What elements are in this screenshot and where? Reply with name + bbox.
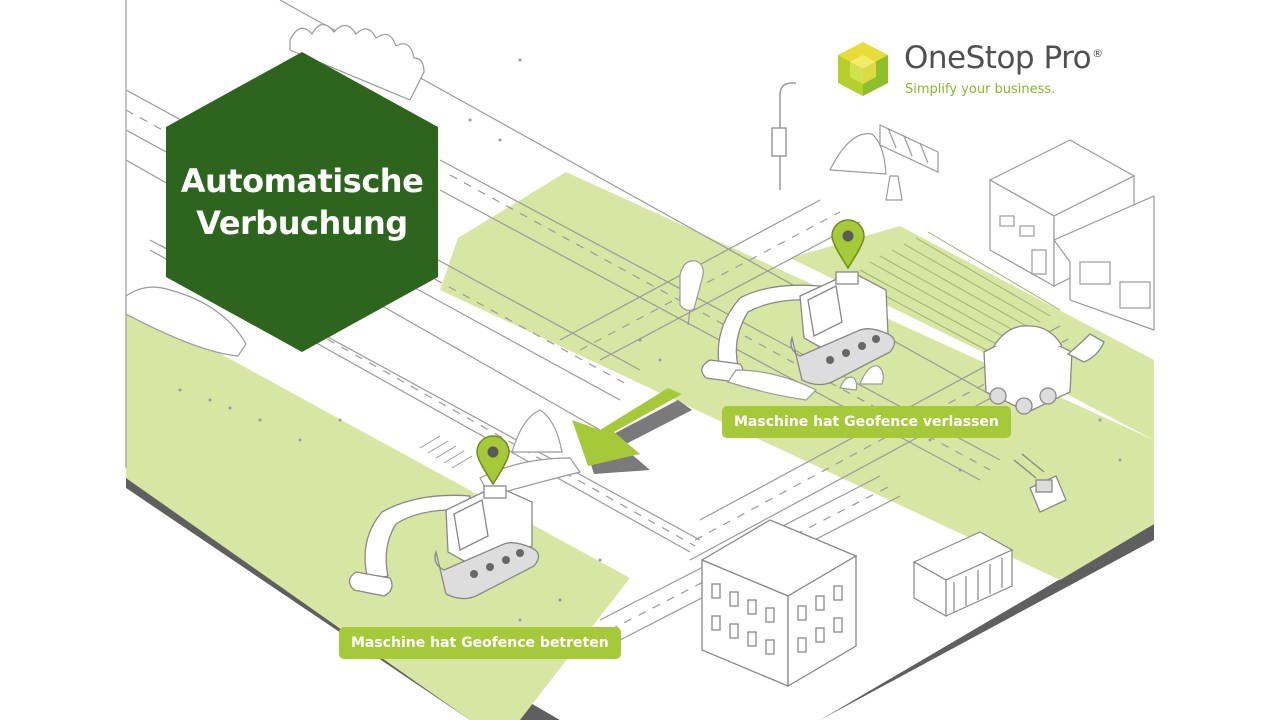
plate-compactor xyxy=(1013,453,1067,513)
shipping-container xyxy=(912,531,1014,618)
brand-tagline: Simplify your business. xyxy=(905,82,1056,97)
arrow-left-icon xyxy=(572,388,692,474)
geofence-entered-label: Maschine hat Geofence betreten xyxy=(339,627,621,659)
gravel-heap-left xyxy=(125,286,247,357)
page-title: Automatische Verbuchung xyxy=(181,160,424,244)
location-pin-icon xyxy=(476,435,510,486)
cube-logo-icon xyxy=(838,42,888,96)
excavator-lower xyxy=(348,485,540,600)
grass-left xyxy=(126,302,630,720)
registered-mark: ® xyxy=(1092,46,1103,60)
brand-name: OneStop Pro® xyxy=(904,40,1103,76)
bucket-attachment xyxy=(1066,333,1105,363)
street-lamp xyxy=(771,82,796,190)
jackhammer xyxy=(679,260,704,326)
brand-logo: OneStop Pro® Simplify your business. xyxy=(836,40,1136,102)
title-line-2: Verbuchung xyxy=(196,204,408,242)
brand-name-text: OneStop Pro xyxy=(904,40,1092,76)
gravel-pile-center xyxy=(511,409,563,453)
hedge xyxy=(289,23,425,101)
crosswalk xyxy=(419,435,473,469)
gravel-pile-top xyxy=(829,133,887,175)
barrier xyxy=(879,124,939,173)
location-pin-icon xyxy=(831,219,865,270)
title-hexagon: Automatische Verbuchung xyxy=(166,52,438,352)
dump-truck xyxy=(983,325,1073,415)
excavator-upper xyxy=(701,271,896,386)
geofence-left-label: Maschine hat Geofence verlassen xyxy=(722,406,1011,438)
office-building xyxy=(700,519,858,688)
industrial-building xyxy=(988,139,1155,331)
traffic-cone xyxy=(885,175,903,201)
ground-dots xyxy=(178,58,1122,622)
title-line-1: Automatische xyxy=(180,162,424,200)
rock-pile xyxy=(727,365,884,401)
hexagon-shape xyxy=(166,52,438,352)
